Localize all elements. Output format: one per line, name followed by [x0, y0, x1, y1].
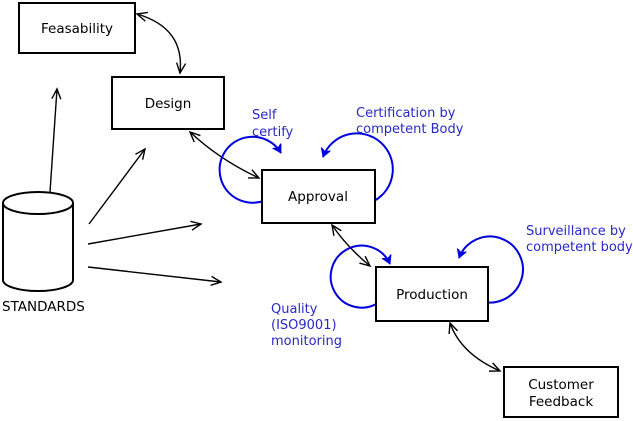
quality-line1: Quality [271, 302, 318, 317]
approval-box [261, 169, 376, 224]
quality-line2: (ISO9001) [271, 318, 337, 333]
node-production: Production [375, 266, 489, 322]
certification-loop-arrow [323, 132, 394, 202]
quality-line3: monitoring [271, 334, 342, 349]
arrow-standards-production [87, 266, 223, 287]
node-customer-feedback: Customer Feedback [503, 366, 619, 418]
annotation-quality-monitoring: Quality (ISO9001) monitoring [271, 302, 342, 349]
arrow-standards-design [88, 147, 147, 225]
production-box [375, 266, 489, 322]
node-approval: Approval [261, 169, 376, 224]
standards-datastore: STANDARDS [1, 191, 85, 315]
feasability-box [18, 2, 136, 54]
cylinder-top [2, 191, 74, 215]
annotation-self-certify: Self certify [252, 108, 294, 140]
annotation-certification: Certification by competent Body [356, 106, 464, 137]
customer-feedback-box [503, 366, 619, 418]
self-certify-loop-arrow [218, 135, 282, 204]
approval-label: Approval [288, 189, 348, 205]
cylinder-shape [1, 203, 74, 292]
standards-label: STANDARDS [2, 299, 85, 315]
annotation-surveillance: Surveillance by competent body [526, 224, 633, 255]
node-feasability: Feasability [18, 2, 136, 54]
self-certify-line2: certify [252, 125, 294, 140]
production-label: Production [396, 287, 468, 303]
node-design: Design [111, 76, 225, 130]
quality-monitoring-loop-arrow [329, 244, 390, 309]
arrow-design-approval [188, 130, 261, 179]
arrow-approval-production [331, 223, 372, 268]
arrow-feasability-design [135, 11, 187, 75]
arrow-production-customer-feedback [448, 321, 502, 372]
customer-feedback-label-line1: Customer [528, 377, 594, 393]
surveillance-loop-arrow [459, 235, 524, 304]
certification-line2: competent Body [356, 122, 464, 137]
self-certify-line1: Self [252, 108, 277, 123]
arrow-standards-feasability [49, 87, 62, 193]
customer-feedback-label-line2: Feedback [529, 394, 593, 410]
certification-line1: Certification by [356, 106, 456, 121]
feasability-label: Feasability [41, 21, 113, 37]
design-box [111, 76, 225, 130]
surveillance-line1: Surveillance by [526, 224, 626, 239]
design-label: Design [145, 96, 192, 112]
arrow-standards-approval [87, 220, 203, 245]
surveillance-line2: competent body [526, 240, 633, 255]
